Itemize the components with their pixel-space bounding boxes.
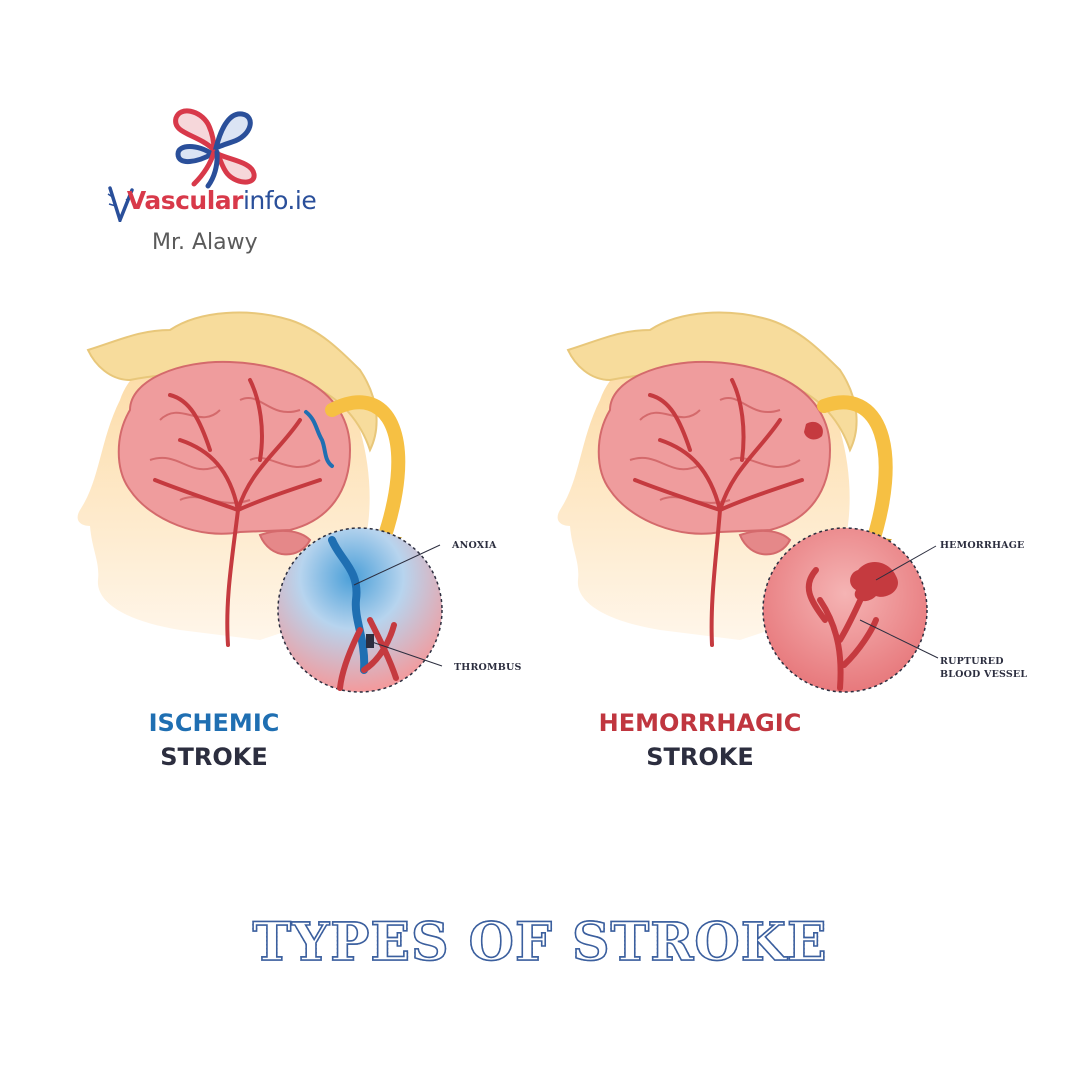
ischemic-illustration — [77, 311, 443, 693]
callout-lines — [353, 544, 443, 667]
ischemic-label: ISCHEMIC — [148, 709, 280, 737]
bleed-spot — [804, 421, 823, 440]
callout-lines — [859, 545, 939, 659]
logo-wordmark-lead: Vascular — [126, 186, 244, 215]
hemorrhagic-stroke-label: STROKE — [646, 743, 754, 771]
anoxia-vessel — [304, 410, 334, 468]
logo-subtitle: Mr. Alawy — [152, 230, 258, 255]
callout-anoxia: ANOXIA — [452, 540, 497, 551]
vein-icon — [107, 186, 134, 222]
zoom-arrow — [817, 395, 893, 557]
logo-wordmark: VVascularinfo.ie — [108, 186, 317, 215]
vessels — [153, 378, 322, 647]
zoom-circle — [277, 527, 443, 693]
callout-blood-vessel: BLOOD VESSEL — [940, 669, 1028, 680]
callout-hemorrhage: HEMORRHAGE — [940, 540, 1025, 551]
ischemic-stroke-label: STROKE — [160, 743, 268, 771]
hemorrhagic-illustration — [557, 311, 939, 693]
zoom-circle — [762, 527, 928, 693]
vessels — [633, 378, 804, 647]
callout-ruptured: RUPTURED — [940, 656, 1004, 667]
logo-wordmark-tail: info.ie — [242, 186, 317, 215]
logo-icon — [173, 108, 257, 189]
page-title: TYPES OF STROKE — [0, 911, 1080, 974]
hemorrhagic-label: HEMORRHAGIC — [598, 709, 802, 737]
callout-thrombus: THROMBUS — [454, 662, 522, 673]
zoom-arrow — [325, 395, 406, 557]
